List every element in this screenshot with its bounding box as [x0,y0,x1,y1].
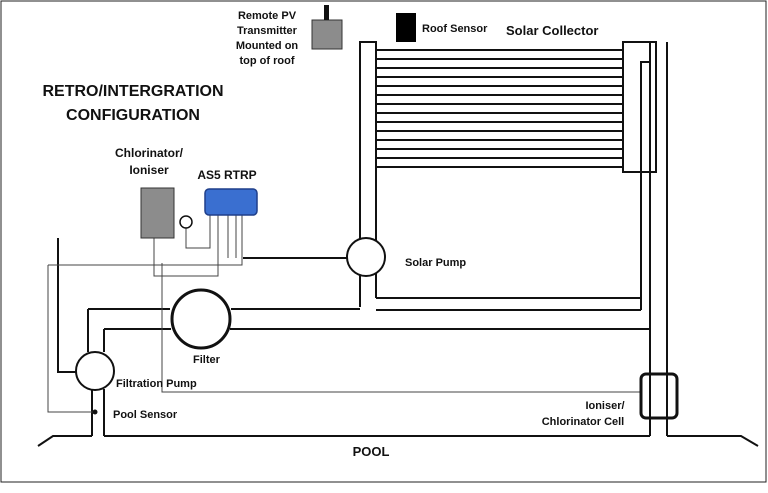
filtration-pump [75,351,115,391]
temperature-probe [179,215,193,229]
roof-sensor-label: Roof Sensor [422,23,488,35]
cell-label-2: Chlorinator Cell [542,416,625,428]
chlorinator-unit [140,187,175,239]
pool-sensor-label: Pool Sensor [113,409,178,421]
solar-collector-label: Solar Collector [506,23,598,38]
pv-transmitter [311,5,343,50]
chlorinator-cell [639,372,679,420]
pool-sensor [92,409,98,415]
filter-label: Filter [193,354,221,366]
solar-pump [346,237,386,277]
controller-label: AS5 RTRP [197,168,256,182]
transmitter-label-1: Remote PV [238,10,297,22]
transmitter-label-2: Transmitter [237,25,298,37]
chlorinator-label-1: Chlorinator/ [115,146,184,160]
cell-label-1: Ioniser/ [585,400,624,412]
solar-collector [359,41,668,380]
title-line-1: RETRO/INTERGRATION [42,83,223,100]
filter [170,288,232,350]
pipework [37,238,759,447]
pool-label: POOL [353,444,390,459]
filtration-pump-label: Filtration Pump [116,378,197,390]
solar-pump-label: Solar Pump [405,257,466,269]
roof-sensor [396,13,416,42]
sensor-wiring [47,215,640,413]
title-line-2: CONFIGURATION [66,107,200,124]
diagram-border [0,0,767,483]
transmitter-label-4: top of roof [240,55,295,67]
transmitter-label-3: Mounted on [236,40,299,52]
as5-controller [204,188,258,216]
chlorinator-label-2: Ioniser [129,163,169,177]
